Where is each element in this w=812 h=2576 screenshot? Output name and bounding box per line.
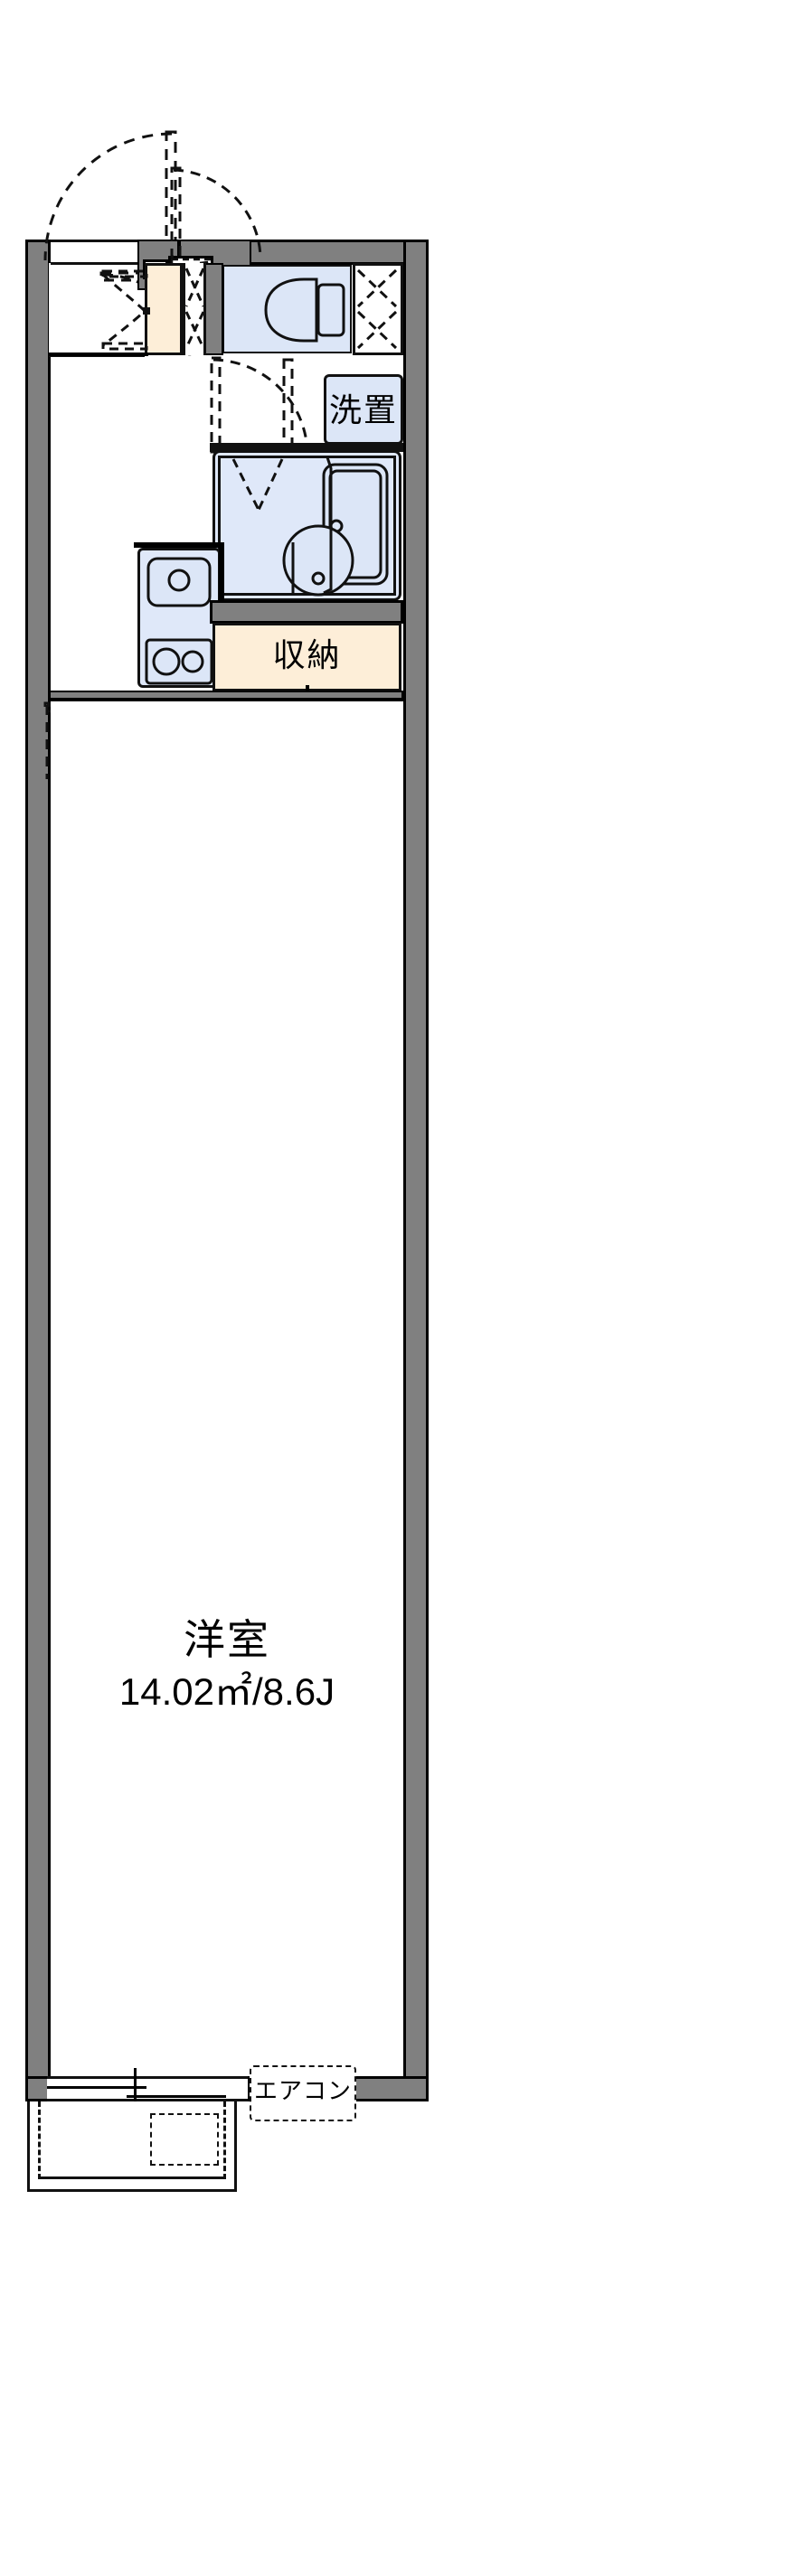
laundry-label: 洗置	[328, 391, 398, 428]
balcony-inner-line	[38, 2101, 226, 2179]
wall-closet-top	[210, 600, 403, 624]
kitchen-counter-top-edge	[134, 542, 222, 548]
gas-stove-fixture-icon	[145, 638, 213, 685]
aircon-annotation-box	[250, 2065, 356, 2121]
main-room-label: 洋室	[184, 1616, 270, 1663]
entrance-door-opening[interactable]	[51, 240, 145, 265]
aircon-label: エアコン	[253, 2077, 352, 2104]
wall-exterior-right	[403, 240, 429, 2101]
closet-hanging-cross-icon	[356, 268, 398, 350]
toilet-fixture-icon	[264, 277, 345, 343]
wall-exterior-left	[25, 240, 51, 2101]
balcony-window-rail-a	[47, 2086, 146, 2089]
main-room-washitsu	[51, 701, 403, 2076]
bath-mirror-cross-icon	[231, 458, 284, 511]
balcony-ac-outdoor-unit	[150, 2113, 219, 2166]
wall-toilet-left	[203, 263, 223, 355]
balcony-window-mullion	[134, 2068, 137, 2109]
wall-bath-top	[210, 443, 403, 452]
washbasin-counter-icon	[291, 456, 333, 595]
entry-storage-cream	[145, 263, 183, 355]
upper-closet-right	[353, 263, 403, 355]
hall-folding-door-icon	[101, 269, 150, 351]
main-room-area-label: 14.02㎡/8.6J	[118, 1670, 335, 1713]
wall-room-top-thin	[49, 698, 403, 701]
closet-label: 収納	[272, 636, 342, 673]
hall-closet-right	[183, 263, 206, 355]
bathtub-fixture-icon	[322, 463, 389, 586]
toilet-door-swing-icon	[170, 166, 262, 259]
balcony-window-rail-b	[127, 2095, 226, 2098]
hall-closet-cross-icon	[184, 268, 205, 349]
wall-hall-bottom	[49, 353, 148, 356]
kitchen-sink-fixture-icon	[146, 557, 212, 607]
unit-bath-inner-edge	[218, 456, 396, 596]
washbasin-fixture-icon	[282, 524, 354, 597]
